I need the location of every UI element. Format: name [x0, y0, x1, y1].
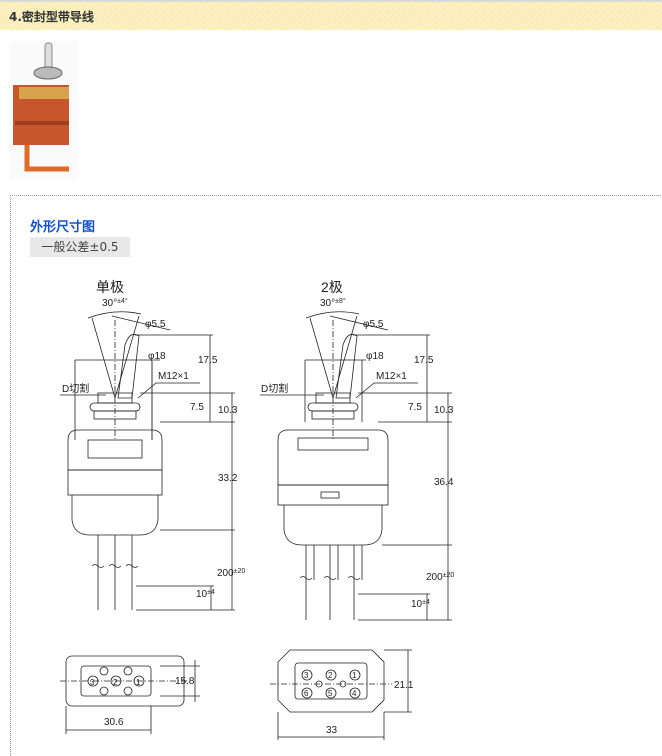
svg-text:6: 6: [304, 689, 309, 698]
bushing-diameter: φ18: [148, 351, 166, 362]
body-height: 36.4: [434, 477, 454, 488]
tolerance-badge: 一般公差±0.5: [30, 237, 130, 257]
angle-label: 30°±4°: [102, 297, 128, 309]
body-height: 33.2: [218, 473, 238, 484]
svg-text:3: 3: [90, 678, 95, 687]
double-pole-bottom-view: 3 2 1 6 5 4 21.1 33: [270, 649, 414, 740]
angle-label: 30°±8°: [320, 297, 346, 309]
bushing-total-height: 10.3: [218, 405, 238, 416]
lever-height: 17.5: [414, 355, 434, 366]
d-cut-label: D切割: [261, 382, 288, 395]
bushing-height: 7.5: [190, 402, 204, 413]
dimension-panel: [10, 195, 662, 756]
strip-length: 10±4: [411, 599, 430, 610]
svg-text:4: 4: [352, 689, 357, 698]
d-cut-label: D切割: [62, 382, 89, 395]
section-header: 4.密封型带导线: [0, 0, 662, 30]
svg-text:2: 2: [328, 671, 333, 680]
lever-diameter: φ5.5: [363, 319, 384, 330]
lever-height: 17.5: [198, 355, 218, 366]
bushing-height: 7.5: [408, 402, 422, 413]
width-dim: 30.6: [104, 717, 124, 728]
product-photo: [9, 41, 78, 180]
single-pole-bottom-view: 3 2 1 15.8 30.6: [60, 655, 200, 734]
strip-length: 10±4: [196, 589, 215, 600]
depth-dim: 15.8: [175, 676, 195, 687]
drawing-title: 外形尺寸图: [30, 220, 96, 235]
depth-dim: 21.1: [394, 680, 414, 691]
svg-text:1: 1: [136, 678, 141, 687]
svg-text:5: 5: [328, 689, 333, 698]
svg-text:1: 1: [352, 671, 357, 680]
lead-length: 200±20: [217, 568, 245, 579]
bushing-diameter: φ18: [366, 351, 384, 362]
lead-length: 200±20: [426, 572, 454, 583]
svg-text:2: 2: [113, 678, 118, 687]
thread-size: M12×1: [376, 371, 407, 382]
single-pole-title: 单极: [96, 279, 124, 295]
width-dim: 33: [326, 725, 338, 736]
section-title: 4.密封型带导线: [9, 10, 94, 24]
lever-diameter: φ5.5: [145, 319, 166, 330]
lead-wires: [299, 545, 363, 620]
thread-size: M12×1: [158, 371, 189, 382]
double-pole-title: 2极: [321, 279, 343, 295]
single-pole-drawing: 单极 30°±4° φ5.5 φ18 17.5 M12×1 D切割 7.5 10…: [60, 279, 245, 734]
svg-text:3: 3: [304, 671, 309, 680]
double-pole-drawing: 2极 30°±8° φ5.5 φ18 17.5 M12×1 D切割 7.5 10…: [260, 279, 454, 740]
lead-wires: [91, 535, 139, 610]
bushing-total-height: 10.3: [434, 405, 454, 416]
